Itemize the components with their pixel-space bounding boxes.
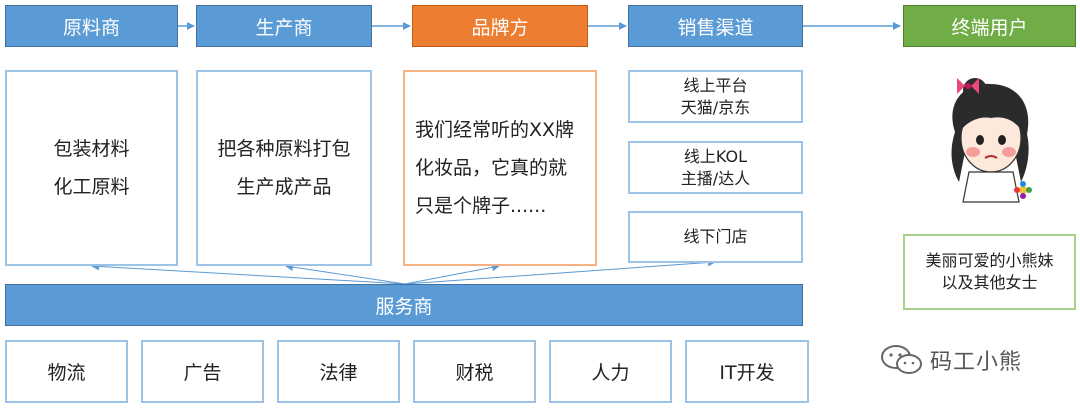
service-item-tax: 财税	[413, 340, 536, 403]
service-provider-label: 服务商	[375, 295, 433, 318]
service-item-label: 法律	[319, 362, 358, 384]
service-item-label: 物流	[47, 362, 86, 384]
service-item-legal: 法律	[277, 340, 400, 403]
arrow-service-channel	[404, 258, 716, 285]
wechat-icon	[881, 345, 922, 374]
panel-producer-text: 把各种原料打包 生产成产品	[217, 138, 351, 198]
service-item-label: 广告	[183, 362, 222, 384]
channel-offline-store-text: 线下门店	[683, 227, 748, 246]
header-supplier-label: 原料商	[62, 16, 120, 39]
service-provider-bar: 服务商	[5, 284, 803, 326]
girl-cartoon-illustration	[951, 78, 1032, 203]
arrow-service-brand	[404, 263, 500, 285]
header-channel-label: 销售渠道	[677, 16, 754, 39]
watermark-text: 码工小熊	[930, 350, 1023, 375]
arrow-service-supplier	[91, 262, 406, 285]
header-producer-label: 生产商	[255, 16, 313, 39]
panel-supplier-text: 包装材料 化工原料	[53, 138, 130, 198]
panel-brand: 我们经常听的XX牌 化妆品，它真的就 只是个牌子......	[403, 70, 597, 266]
service-item-label: 财税	[455, 362, 494, 384]
header-user-label: 终端用户	[951, 16, 1028, 39]
header-producer: 生产商	[196, 5, 372, 47]
user-description-text: 美丽可爱的小熊妹 以及其他女士	[925, 251, 1054, 292]
header-brand: 品牌方	[412, 5, 588, 47]
header-brand-label: 品牌方	[471, 16, 529, 39]
watermark: 码工小熊	[880, 340, 1070, 380]
service-item-label: IT开发	[719, 362, 775, 384]
arrow-service-producer	[285, 263, 406, 285]
header-supplier: 原料商	[5, 5, 178, 47]
header-user: 终端用户	[903, 5, 1076, 47]
service-item-label: 人力	[591, 362, 630, 384]
header-channel: 销售渠道	[628, 5, 803, 47]
channel-online-platform: 线上平台 天猫/京东	[628, 70, 803, 123]
channel-online-kol: 线上KOL 主播/达人	[628, 141, 803, 194]
service-item-it: IT开发	[685, 340, 809, 403]
service-item-advertising: 广告	[141, 340, 264, 403]
service-item-hr: 人力	[549, 340, 672, 403]
service-item-logistics: 物流	[5, 340, 128, 403]
channel-online-kol-text: 线上KOL 主播/达人	[680, 146, 751, 188]
channel-online-platform-text: 线上平台 天猫/京东	[680, 75, 751, 117]
user-description: 美丽可爱的小熊妹 以及其他女士	[903, 234, 1076, 310]
channel-offline-store: 线下门店	[628, 211, 803, 263]
panel-brand-text: 我们经常听的XX牌 化妆品，它真的就 只是个牌子......	[415, 119, 575, 217]
panel-supplier: 包装材料 化工原料	[5, 70, 178, 266]
panel-producer: 把各种原料打包 生产成产品	[196, 70, 372, 266]
